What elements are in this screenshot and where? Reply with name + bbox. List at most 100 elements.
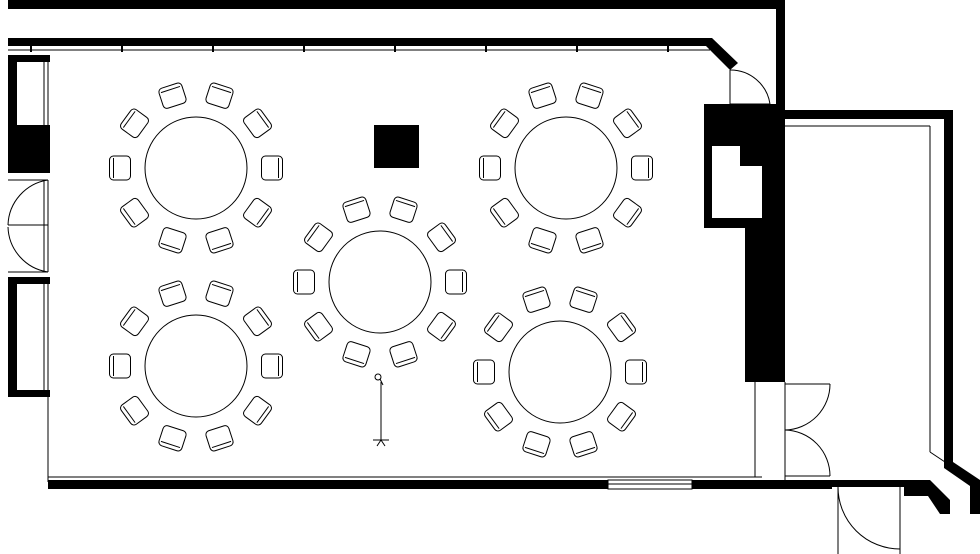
chair-back [211, 440, 232, 449]
chair [490, 108, 519, 139]
chair-back [486, 315, 500, 332]
chair [631, 155, 653, 181]
chair [158, 280, 187, 307]
chair-back [626, 208, 640, 225]
table-2 [479, 82, 653, 254]
chair-back [256, 111, 270, 128]
chair [304, 311, 333, 342]
table-3 [293, 196, 467, 368]
table-top [514, 116, 618, 220]
chair-back [395, 356, 416, 365]
chair-back [575, 446, 596, 455]
chair-back [160, 85, 181, 94]
single-door-bottom[interactable] [837, 486, 901, 554]
chair-back [160, 440, 181, 449]
chair-back [122, 309, 136, 326]
chair [569, 286, 598, 313]
chair [484, 312, 513, 343]
chair-back [620, 412, 634, 429]
double-door-right[interactable] [784, 382, 831, 480]
chair-back [256, 406, 270, 423]
chair [625, 359, 647, 385]
chair-back [620, 315, 634, 332]
double-door-left[interactable] [7, 179, 49, 273]
window-mullions [30, 46, 669, 52]
chair [293, 269, 315, 295]
chair-back [211, 85, 232, 94]
chair [528, 227, 557, 254]
chair-back [492, 208, 506, 225]
round-tables [109, 82, 653, 458]
chair [158, 227, 187, 254]
chair-back [211, 283, 232, 292]
chair [389, 196, 418, 223]
chair-back [524, 289, 545, 298]
adjacent-room-walls [776, 110, 980, 514]
chair [607, 401, 636, 432]
chair-back [492, 111, 506, 128]
chair [304, 222, 333, 253]
chair [120, 395, 149, 426]
chair-back [530, 85, 551, 94]
chair [158, 82, 187, 109]
chair [427, 311, 456, 342]
chair-back [581, 242, 602, 251]
chair-back [581, 85, 602, 94]
table-top [508, 320, 612, 424]
chair [575, 227, 604, 254]
chair [484, 401, 513, 432]
chair-back [530, 242, 551, 251]
chair-back [344, 356, 365, 365]
microphone-stand [373, 373, 389, 447]
chair [445, 269, 467, 295]
chair [205, 280, 234, 307]
table-top [144, 116, 248, 220]
table-4 [109, 280, 283, 452]
chair-back [440, 322, 454, 339]
chair [243, 306, 272, 337]
corridor-walls [8, 0, 785, 112]
chair-back [626, 111, 640, 128]
chair [205, 425, 234, 452]
chair [613, 108, 642, 139]
chair [109, 155, 131, 181]
chair-back [122, 406, 136, 423]
chair-back [306, 225, 320, 242]
chair [205, 82, 234, 109]
chair [389, 341, 418, 368]
chair [120, 197, 149, 228]
chair [120, 108, 149, 139]
chair [243, 395, 272, 426]
chair [261, 353, 283, 379]
chair [479, 155, 501, 181]
chair [575, 82, 604, 109]
chair-back [486, 412, 500, 429]
chair [607, 312, 636, 343]
table-top [328, 230, 432, 334]
chair-back [440, 225, 454, 242]
chair-back [122, 208, 136, 225]
chair [120, 306, 149, 337]
chair-back [256, 208, 270, 225]
chair [473, 359, 495, 385]
chair [528, 82, 557, 109]
chair-back [211, 242, 232, 251]
single-door-top-right[interactable] [729, 69, 771, 105]
chair [243, 197, 272, 228]
chair-back [344, 199, 365, 208]
chair [342, 196, 371, 223]
chair [342, 341, 371, 368]
chair-back [395, 199, 416, 208]
chair [243, 108, 272, 139]
chair-back [160, 283, 181, 292]
table-top [144, 314, 248, 418]
column [374, 125, 419, 168]
chair-back [160, 242, 181, 251]
chair [261, 155, 283, 181]
chair [613, 197, 642, 228]
chair [427, 222, 456, 253]
chair-back [256, 309, 270, 326]
room-walls [8, 38, 832, 490]
chair [522, 431, 551, 458]
